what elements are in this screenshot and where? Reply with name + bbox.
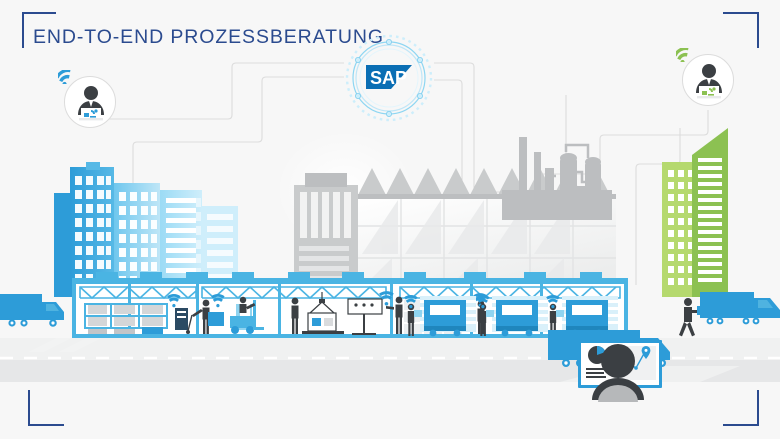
corner-bracket-bottom-right xyxy=(723,390,759,426)
industrial-plant xyxy=(502,137,612,220)
wifi-icon xyxy=(211,294,225,308)
bar-list xyxy=(586,368,608,378)
wifi-icon xyxy=(404,295,418,309)
smart-warehouse xyxy=(72,272,628,338)
wifi-icon-right xyxy=(673,46,694,64)
carried-box xyxy=(697,306,708,315)
wifi-icon xyxy=(476,295,490,309)
bay-assembly xyxy=(291,291,403,335)
wifi-icon xyxy=(167,294,181,308)
wifi-icon xyxy=(379,291,394,306)
person-with-laptop-icon xyxy=(78,86,104,121)
sap-emblem: SAP xyxy=(345,34,433,122)
delivery-truck-left xyxy=(0,294,64,327)
bay-forklift xyxy=(208,294,264,334)
person-with-laptop-icon xyxy=(696,64,722,99)
wifi-icon-left xyxy=(55,68,76,86)
page-title: END-TO-END PROZESSBERATUNG xyxy=(33,26,384,48)
map-pin xyxy=(641,346,651,359)
dock-trucks xyxy=(404,295,608,337)
sap-wordmark-shape: SAP xyxy=(366,65,412,89)
emblem-nodes xyxy=(354,39,424,118)
skyline-right xyxy=(662,128,728,297)
corner-bracket-top-right xyxy=(723,12,759,48)
wifi-icon xyxy=(546,295,560,309)
semi-truck-right xyxy=(700,292,780,325)
sap-wordmark-text: SAP xyxy=(370,68,407,88)
consultant-avatar-right[interactable] xyxy=(682,54,734,106)
corner-bracket-bottom-left xyxy=(28,390,64,426)
corner-bracket-top-left xyxy=(22,12,56,48)
analytics-dashboard xyxy=(578,340,662,402)
consultant-avatar-left[interactable] xyxy=(64,76,116,128)
